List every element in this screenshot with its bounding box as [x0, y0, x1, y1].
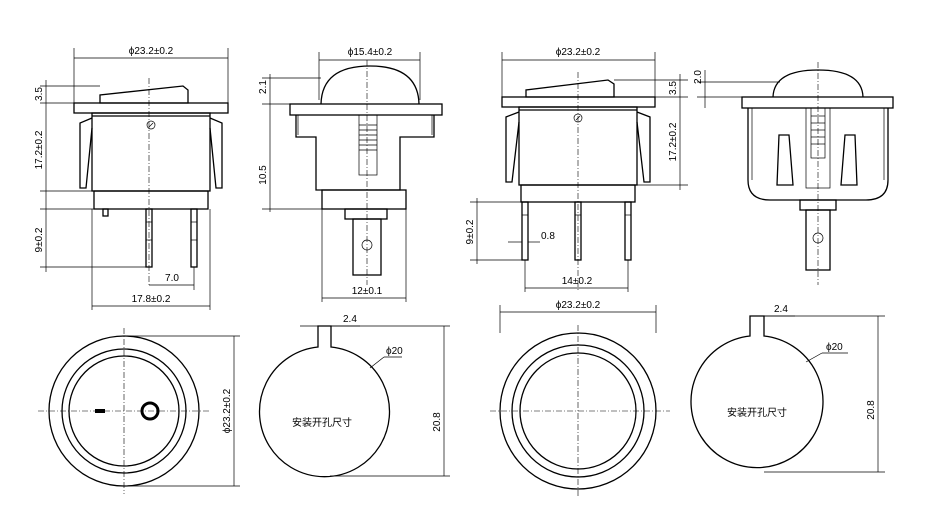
- dim-pin-spacing: 7.0: [165, 273, 179, 284]
- off-symbol-icon: [140, 401, 160, 421]
- dim-right-3-5: 3.5: [668, 81, 679, 95]
- rocker-side-view: ϕ23.2±0.2 3.5 17.2±0.2 9±0.2: [34, 46, 229, 310]
- dim-cap-height: 2.1: [258, 80, 269, 94]
- mounting-hole-view-2: 2.4 ϕ20 安装开孔尺寸 20.8: [690, 304, 885, 473]
- dim-outer-pin-spacing: 14±0.2: [562, 276, 593, 287]
- dim-tab-width-1: 2.4: [343, 314, 357, 325]
- dim-hole-height-2: 20.8: [866, 400, 877, 420]
- dim-face-diameter: ϕ23.2±0.2: [222, 388, 233, 433]
- hole-label-1: 安装开孔尺寸: [292, 416, 352, 429]
- hole-label-2: 安装开孔尺寸: [727, 406, 787, 419]
- dim-hole-diameter-1: ϕ20: [386, 346, 403, 357]
- rocker-face-view: ϕ23.2±0.2: [38, 328, 240, 494]
- dim-left-9: 9±0.2: [34, 227, 45, 252]
- three-pin-face-view: ϕ23.2±0.2: [490, 300, 670, 497]
- mounting-hole-view-1: 2.4 ϕ20 安装开孔尺寸 20.8: [258, 314, 450, 478]
- dim-cap-height-3: 2.0: [693, 70, 704, 84]
- dim-top-diameter: ϕ23.2±0.2: [129, 46, 174, 57]
- dim-pin-width: 0.8: [541, 231, 555, 242]
- dim-hole-diameter-2: ϕ20: [826, 342, 843, 353]
- three-pin-front-view: 2.0: [693, 62, 894, 285]
- rocker-front-view: ϕ15.4±0.2 2.1 10.5 12±0.1: [258, 47, 443, 302]
- dim-hole-height-1: 20.8: [432, 412, 443, 432]
- dim-left-17-2: 17.2±0.2: [34, 130, 45, 169]
- three-pin-side-view: ϕ23.2±0.2 3.5 17.2±0.2 9±0.2: [465, 47, 688, 292]
- dim-right-17-2: 17.2±0.2: [668, 122, 679, 161]
- dim-cap-diameter: ϕ15.4±0.2: [348, 47, 393, 58]
- dim-face-diameter-3: ϕ23.2±0.2: [556, 300, 601, 311]
- dim-top-diameter-3: ϕ23.2±0.2: [556, 47, 601, 58]
- dim-left-9-3: 9±0.2: [465, 219, 476, 244]
- dim-bottom-width: 17.8±0.2: [132, 294, 171, 305]
- dim-body-height: 10.5: [258, 165, 269, 185]
- dim-left-3-5: 3.5: [34, 87, 45, 101]
- dim-base-width: 12±0.1: [352, 286, 383, 297]
- dim-tab-width-2: 2.4: [774, 304, 788, 315]
